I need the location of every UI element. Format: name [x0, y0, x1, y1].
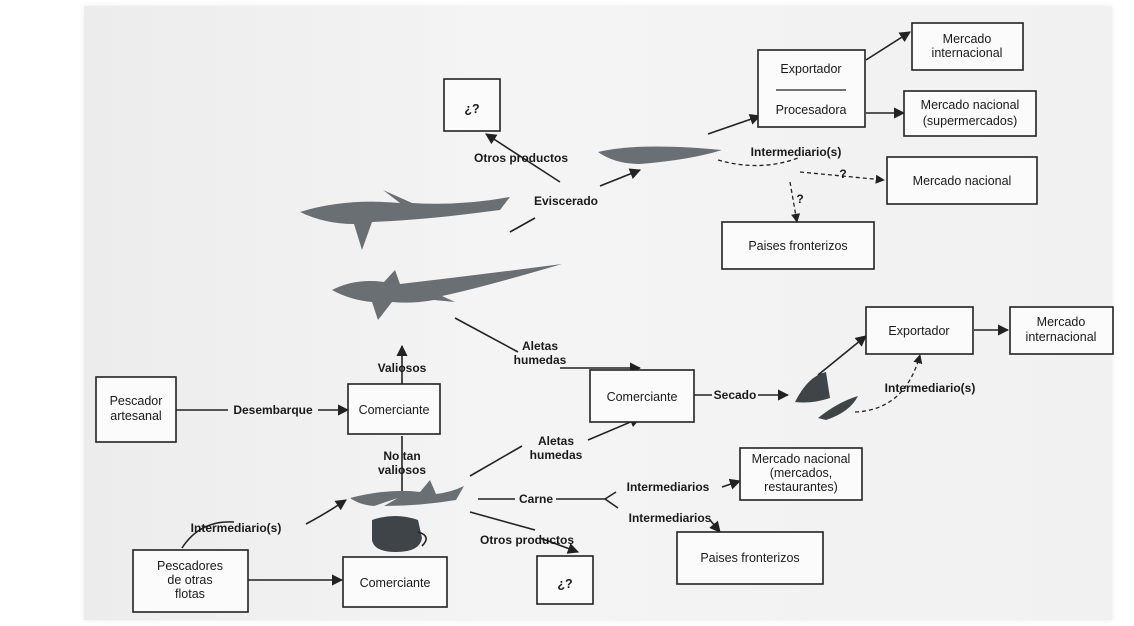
mercado-internacional-mid-box: Mercado internacional — [1009, 306, 1114, 355]
edge-intermed-left-a — [181, 521, 235, 549]
pescadores-otras-line-3: flotas — [175, 587, 205, 601]
paises-front-1-label: Paises fronterizos — [748, 239, 847, 253]
mercado-nacional-restaurantes-box: Mercado nacional (mercados, restaurantes… — [739, 447, 863, 501]
meat-basket-icon — [372, 516, 427, 552]
edge-aletas-1a — [454, 317, 519, 353]
label-otros-productos-top: Otros productos — [474, 151, 568, 165]
edge-eviscerado-a — [509, 217, 536, 233]
comerciante-3-label: Comerciante — [360, 576, 431, 590]
edges — [175, 31, 1010, 586]
label-aletas-humedas-2b: humedas — [530, 448, 583, 462]
unknown-top-label: ¿? — [464, 102, 479, 116]
small-shark-icon — [350, 480, 464, 506]
exportador-mid-box: Exportador — [865, 306, 974, 355]
unknown-bottom-box: ¿? — [536, 555, 594, 605]
pescador-artesanal-line-1: Pescador — [110, 394, 163, 408]
label-aletas-humedas-2a: Aletas — [538, 434, 574, 448]
edge-to-exportador — [707, 114, 762, 135]
edge-eviscerado-b — [599, 168, 642, 187]
thresher-shark-icon-2 — [332, 264, 562, 320]
label-no-tan-valiosos-1: No tan — [383, 449, 420, 463]
label-eviscerado: Eviscerado — [534, 194, 598, 208]
edge-intermed-left-b — [305, 499, 347, 525]
label-intermediarios-mid: Intermediario(s) — [885, 381, 976, 395]
label-secado: Secado — [714, 388, 757, 402]
label-carne: Carne — [519, 492, 553, 506]
paises-fronterizos-2-box: Paises fronterizos — [676, 531, 824, 585]
edge-otros-productos-top — [485, 133, 561, 183]
unknown-top-box: ¿? — [443, 78, 501, 132]
edge-aletas-2a — [469, 445, 523, 477]
edge-dash-intermediario-mid — [854, 354, 923, 413]
edge-labels: Desembarque Valiosos No tan valiosos Ale… — [191, 145, 976, 547]
pescadores-otras-line-1: Pescadores — [157, 559, 223, 573]
edge-otros-prod-bottom — [469, 511, 536, 531]
edge-dash-intermediario — [717, 157, 799, 167]
label-q2: ? — [796, 192, 803, 206]
procesadora-label: Procesadora — [776, 103, 847, 117]
exportador-top-label: Exportador — [780, 62, 841, 76]
label-intermediarios-a: Intermediarios — [627, 480, 710, 494]
edge-to-mercado-int-top — [865, 31, 911, 61]
label-q1: ? — [839, 167, 846, 181]
label-aletas-humedas-1b: humedas — [514, 353, 567, 367]
mercado-nac-rest-line-3: restaurantes) — [764, 480, 838, 494]
comerciante-1-label: Comerciante — [359, 403, 430, 417]
mercado-nacional-box: Mercado nacional — [886, 156, 1038, 205]
dried-fin-icon — [795, 372, 858, 420]
edge-to-mercado-rest — [721, 478, 742, 490]
label-intermediarios-bottom-left: Intermediario(s) — [191, 521, 282, 535]
pescador-artesanal-line-2: artesanal — [110, 409, 161, 423]
mercado-nac-rest-line-1: Mercado nacional — [752, 452, 851, 466]
mercado-internacional-top-box: Mercado internacional — [911, 22, 1024, 71]
edge-dash-to-mercado-nac — [799, 171, 885, 184]
label-intermediarios-b: Intermediarios — [629, 511, 712, 525]
comerciante-1-box: Comerciante — [347, 383, 441, 435]
label-no-tan-valiosos-2: valiosos — [378, 463, 426, 477]
unknown-bottom-label: ¿? — [557, 577, 572, 591]
comerciante-3-box: Comerciante — [342, 556, 448, 608]
mercado-int-mid-line-2: internacional — [1026, 330, 1097, 344]
label-otros-productos-bottom: Otros productos — [480, 533, 574, 547]
mercado-int-top-line-2: internacional — [932, 46, 1003, 60]
label-intermediarios-top: Intermediario(s) — [751, 145, 842, 159]
thresher-shark-icon-1 — [300, 190, 510, 250]
edge-fork-up — [604, 491, 617, 500]
edge-to-exportador-mid — [817, 335, 867, 376]
edge-to-unknown-bottom — [539, 537, 580, 554]
paises-fronterizos-1-box: Paises fronterizos — [721, 221, 875, 270]
comerciante-2-label: Comerciante — [607, 390, 678, 404]
mercado-nac-rest-line-2: (mercados, — [770, 466, 833, 480]
mercado-int-mid-line-1: Mercado — [1037, 315, 1086, 329]
exportador-mid-label: Exportador — [888, 324, 949, 338]
mercado-nac-label: Mercado nacional — [913, 174, 1012, 188]
mercado-nac-super-line-1: Mercado nacional — [921, 98, 1020, 112]
mercado-nac-super-line-2: (supermercados) — [923, 114, 1017, 128]
pescador-artesanal-box: Pescador artesanal — [95, 376, 177, 443]
gutted-shark-icon — [598, 146, 722, 164]
mercado-nacional-supermercados-box: Mercado nacional (supermercados) — [903, 90, 1037, 137]
label-aletas-humedas-1a: Aletas — [522, 339, 558, 353]
mercado-int-top-line-1: Mercado — [943, 32, 992, 46]
label-desembarque: Desembarque — [233, 403, 313, 417]
pescadores-otras-flotas-box: Pescadores de otras flotas — [132, 549, 249, 613]
label-valiosos: Valiosos — [378, 361, 427, 375]
exportador-procesadora-box: Exportador Procesadora — [757, 49, 866, 128]
paises-front-2-label: Paises fronterizos — [700, 551, 799, 565]
edge-fork-down — [604, 498, 619, 509]
pescadores-otras-line-2: de otras — [167, 573, 212, 587]
edge-to-paises-2 — [709, 519, 721, 533]
comerciante-2-box: Comerciante — [589, 369, 695, 423]
